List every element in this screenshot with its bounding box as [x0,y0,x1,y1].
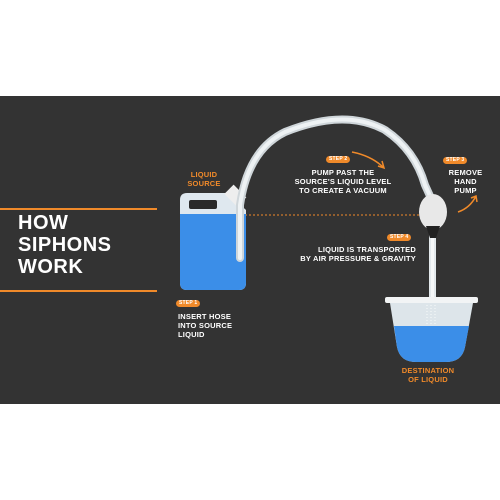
title-rule-bottom [0,290,157,292]
bowl-rim [385,297,478,303]
step1-text: INSERT HOSE INTO SOURCE LIQUID [178,312,232,339]
source-container [180,184,247,290]
step3-line3: PUMP [454,186,477,195]
step4-line1: LIQUID IS TRANSPORTED [318,245,416,254]
step4-text: LIQUID IS TRANSPORTED BY AIR PRESSURE & … [286,245,416,263]
step3-text: REMOVE HAND PUMP [443,168,488,195]
step2-line2: SOURCE'S LIQUID LEVEL [294,177,392,186]
title-line-3: WORK [18,256,84,278]
step2-arrowhead-icon [377,160,386,170]
step1-line3: LIQUID [178,330,205,339]
label-liquid-source: LIQUID SOURCE [182,170,226,188]
step2-text: PUMP PAST THE SOURCE'S LIQUID LEVEL TO C… [288,168,398,195]
container-handle [189,200,217,209]
step1-line1: INSERT HOSE [178,312,232,321]
title-rule-top [0,208,157,210]
step3-arrow-icon [457,195,477,213]
step2-line3: TO CREATE A VACUUM [299,186,387,195]
step3-arrowhead-icon [470,194,478,203]
step4-line2: BY AIR PRESSURE & GRAVITY [300,254,416,263]
step2-arrow-icon [351,151,385,169]
step2-badge: STEP 2 [326,156,351,163]
destination-liquid [394,326,469,362]
step1-badge: STEP 1 [176,300,201,307]
hand-pump [419,194,447,238]
step3-line2: HAND [454,177,477,186]
destination-bowl [385,297,478,362]
source-liquid [180,214,246,290]
title-line-2: SIPHONS [18,234,112,256]
label-liquid-source-line1: LIQUID [190,170,218,179]
diagram-title: HOW SIPHONS WORK [18,212,112,278]
step3-line1: REMOVE [448,168,483,177]
step1-line2: INTO SOURCE [178,321,233,330]
label-destination-line1: DESTINATION [401,366,455,375]
step4-badge: STEP 4 [387,234,412,241]
siphon-hose [236,115,436,322]
label-liquid-source-line2: SOURCE [187,179,221,188]
title-line-1: HOW [18,212,69,234]
label-destination: DESTINATION OF LIQUID [390,366,466,384]
step2-line1: PUMP PAST THE [311,168,375,177]
step3-badge: STEP 3 [443,157,468,164]
label-destination-line2: OF LIQUID [408,375,448,384]
